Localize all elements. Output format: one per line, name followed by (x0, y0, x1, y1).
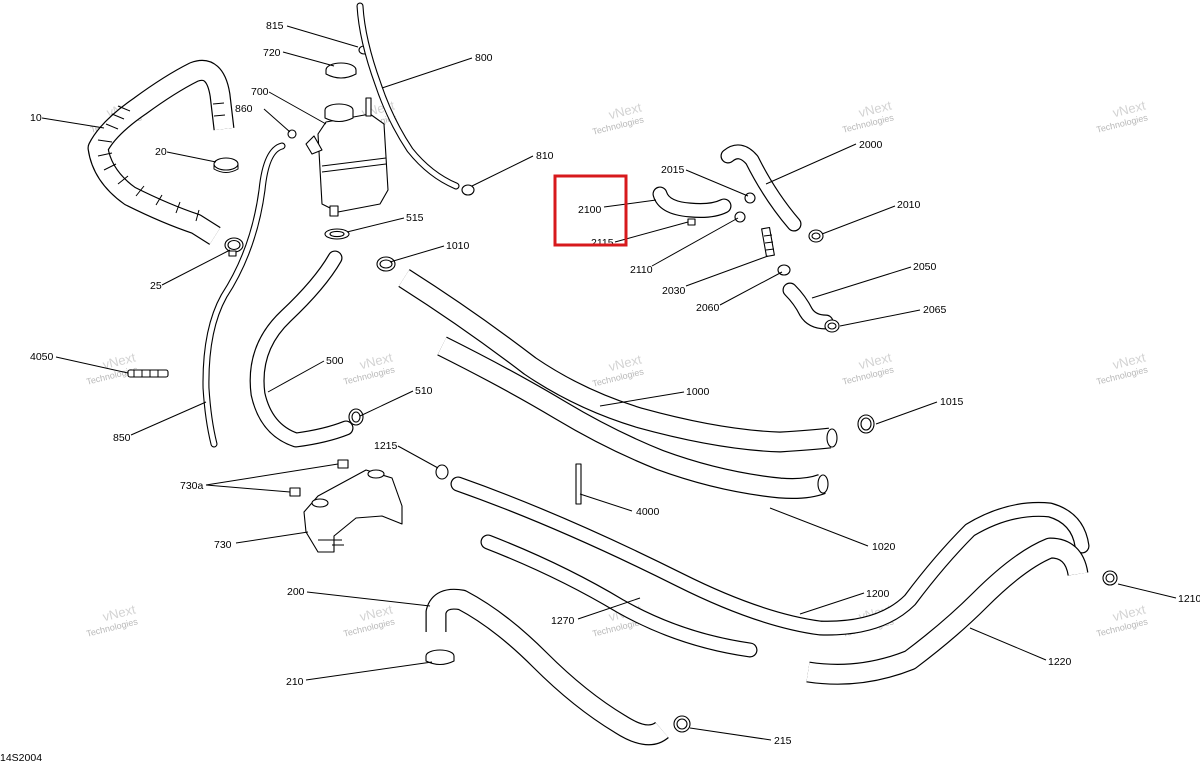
callout-4000: 4000 (636, 506, 660, 518)
fitting-2030[interactable] (761, 226, 775, 258)
clamp-2065[interactable] (824, 319, 840, 333)
callout-1000: 1000 (686, 386, 710, 398)
clamp-1010[interactable] (376, 256, 396, 272)
hose-1270[interactable] (480, 534, 758, 658)
callout-2060: 2060 (696, 302, 720, 314)
watermark: vNext Technologies (591, 100, 645, 137)
clamp-210[interactable] (425, 649, 455, 666)
callout-1270: 1270 (551, 615, 575, 627)
hose-2050[interactable] (782, 282, 834, 330)
gasket-515[interactable] (324, 228, 350, 240)
hose-2100[interactable] (652, 186, 732, 218)
clamp-2010[interactable] (808, 229, 824, 243)
callout-2065: 2065 (923, 304, 947, 316)
clamp-810[interactable] (461, 184, 475, 196)
watermark: vNext Technologies (841, 98, 895, 135)
callout-2100: 2100 (578, 204, 602, 216)
callout-700: 700 (251, 86, 269, 98)
watermark: vNext Technologies (85, 602, 139, 639)
tube-850[interactable] (202, 142, 286, 448)
watermarks: vNext Technologies vNext Technologies vN… (85, 98, 1149, 639)
hose-2000[interactable] (720, 144, 802, 232)
hose-200[interactable] (425, 588, 669, 746)
callout-2000: 2000 (859, 139, 883, 151)
reservoir-700[interactable] (305, 97, 389, 217)
callout-730: 730 (214, 539, 232, 551)
callout-515: 515 (406, 212, 424, 224)
clip-730a-upper[interactable] (337, 459, 349, 469)
hose-10[interactable] (87, 59, 235, 245)
watermark: vNext Technologies (85, 350, 139, 387)
tube-800[interactable] (356, 2, 460, 190)
clamp-510[interactable] (348, 408, 364, 426)
clamp-215[interactable] (673, 715, 691, 733)
hose-500[interactable] (249, 250, 354, 448)
callouts: 815 720 800 700 860 10 20 25 810 515 101… (30, 20, 1200, 747)
callout-1200: 1200 (866, 588, 890, 600)
watermark: vNext Technologies (342, 350, 396, 387)
callout-1220: 1220 (1048, 656, 1072, 668)
callout-510: 510 (415, 385, 433, 397)
clamp-1015[interactable] (857, 414, 875, 434)
clamp-1210[interactable] (1102, 570, 1118, 586)
callout-800: 800 (475, 52, 493, 64)
callout-1210: 1210 (1178, 593, 1200, 605)
callout-10: 10 (30, 112, 42, 124)
callout-815: 815 (266, 20, 284, 32)
hose-1020[interactable] (437, 336, 829, 499)
watermark: vNext Technologies (841, 350, 895, 387)
callout-2110: 2110 (630, 264, 653, 276)
callout-200: 200 (287, 586, 305, 598)
clamp-20[interactable] (213, 157, 239, 173)
callout-25: 25 (150, 280, 162, 292)
callout-4050: 4050 (30, 351, 54, 363)
watermark: vNext Technologies (1095, 98, 1149, 135)
callout-2050: 2050 (913, 261, 937, 273)
callout-1010: 1010 (446, 240, 470, 252)
watermark: vNext Technologies (1095, 602, 1149, 639)
callout-2010: 2010 (897, 199, 921, 211)
callout-850: 850 (113, 432, 131, 444)
watermark: vNext Technologies (1095, 350, 1149, 387)
callout-2015: 2015 (661, 164, 685, 176)
clamp-1215[interactable] (435, 464, 449, 480)
callout-2030: 2030 (662, 285, 686, 297)
sensor-4000[interactable] (575, 463, 582, 505)
callout-860: 860 (235, 103, 253, 115)
callout-1215: 1215 (374, 440, 398, 452)
bleeder-4050[interactable] (127, 369, 169, 378)
callout-810: 810 (536, 150, 554, 162)
support-730[interactable] (303, 469, 403, 553)
hose-1220[interactable] (806, 537, 1089, 685)
watermark: vNext Technologies (342, 602, 396, 639)
callout-1020: 1020 (872, 541, 896, 553)
callout-500: 500 (326, 355, 344, 367)
callout-20: 20 (155, 146, 167, 158)
highlight-box (553, 174, 628, 247)
watermark: vNext Technologies (591, 352, 645, 389)
callout-2115: 2115 (591, 237, 614, 249)
hose-1000[interactable] (398, 269, 838, 453)
cap-720[interactable] (325, 62, 357, 79)
callout-720: 720 (263, 47, 281, 59)
callout-730a: 730a (180, 480, 204, 492)
clamp-2110[interactable] (734, 211, 746, 223)
callout-210: 210 (286, 676, 304, 688)
hose-1200[interactable] (450, 476, 1090, 636)
callout-1015: 1015 (940, 396, 964, 408)
diagram-code: 14S2004 (0, 752, 42, 764)
clip-730a-lower[interactable] (289, 487, 301, 497)
clip-2115[interactable] (687, 218, 696, 226)
leader-lines (41, 25, 1177, 741)
clamp-2015[interactable] (744, 192, 756, 204)
clamp-25[interactable] (224, 237, 244, 257)
callout-215: 215 (774, 735, 792, 747)
